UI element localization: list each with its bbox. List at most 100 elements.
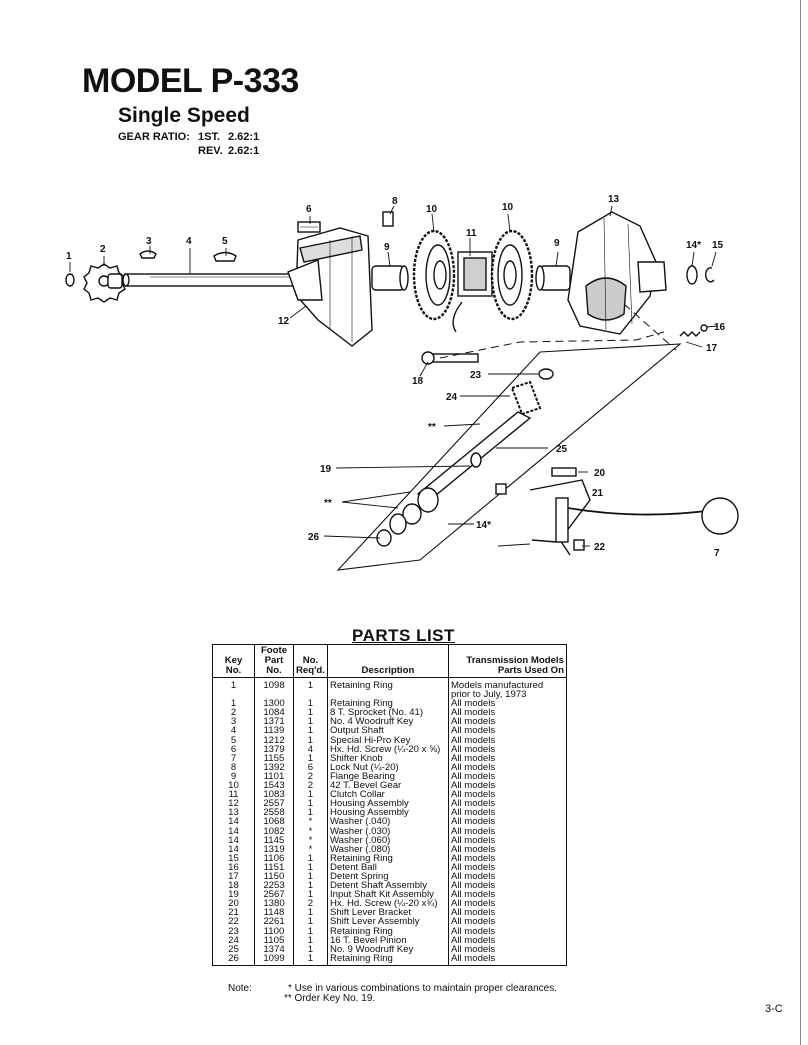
snap-ring-part	[705, 267, 715, 283]
cell-models: All models	[447, 717, 567, 727]
retaining-ring-part	[65, 273, 75, 287]
cell-part-no: 1374	[254, 944, 294, 954]
bevel-gear-left-part	[412, 229, 456, 321]
cell-models: All models	[447, 954, 567, 966]
cell-req: 1	[293, 954, 328, 966]
callout-label: 14*	[686, 240, 701, 251]
cell-models: All models	[447, 790, 567, 799]
cell-part-no: 1151	[254, 863, 294, 872]
cell-part-no: 1099	[254, 954, 294, 966]
housing-right-part	[567, 211, 667, 335]
cell-part-no: 1212	[254, 735, 294, 745]
detent-spring-part	[679, 324, 708, 337]
cell-models: All models	[447, 935, 567, 945]
leader-lines	[69, 205, 719, 547]
cell-models: All models	[447, 744, 567, 754]
header-description: Description	[326, 644, 449, 678]
cell-part-no: 2253	[254, 881, 294, 890]
cell-models: All models	[447, 853, 567, 863]
detent-shaft-part	[421, 351, 479, 365]
callout-label: 1	[66, 251, 72, 262]
gear-ratio-first-name: 1ST.	[198, 131, 221, 143]
cell-part-no: 1543	[254, 781, 294, 790]
cell-part-no: 2557	[254, 799, 294, 809]
callout-label: 16	[714, 322, 726, 333]
cell-models: All models	[447, 808, 567, 818]
cell-part-no: 1100	[254, 926, 294, 936]
cell-description: Retaining Ring	[326, 954, 449, 966]
callout-label: 13	[608, 194, 620, 205]
cell-models: All models	[447, 917, 567, 927]
bevel-pinion-part	[510, 368, 554, 416]
callout-label: **	[428, 422, 436, 433]
callout-labels: 1 2 3 4 5 6 8 10 10 11 13 9 9 14* 15 12 …	[66, 194, 726, 559]
cell-part-no: 1139	[254, 726, 294, 736]
cell-part-no: 1105	[254, 935, 294, 945]
cell-models: All models	[447, 872, 567, 881]
callout-label: **	[324, 498, 332, 509]
cell-models: All models	[447, 726, 567, 736]
callout-label: 17	[706, 343, 718, 354]
input-shaft-kit-outline	[336, 343, 682, 571]
parts-list-title: PARTS LIST	[352, 626, 455, 645]
cell-models: All models	[447, 799, 567, 809]
shift-bracket-screw-part	[495, 467, 577, 495]
cell-part-no: 1101	[254, 772, 294, 781]
gear-ratio-first-value: 2.62:1	[228, 131, 260, 143]
cell-models: All models	[447, 699, 567, 709]
woodruff-key-part	[139, 250, 157, 259]
cell-part-no: 1084	[254, 708, 294, 718]
cell-req: 1	[293, 677, 328, 700]
callout-label: 23	[470, 370, 482, 381]
cell-models: All models	[447, 772, 567, 781]
cell-key: 1	[212, 677, 255, 700]
gear-ratio-reverse-name: REV.	[198, 145, 223, 157]
callout-label: 26	[308, 532, 320, 543]
cell-part-no: 2558	[254, 808, 294, 818]
cell-key: 26	[212, 954, 255, 966]
cell-models: All models	[447, 753, 567, 763]
cell-models: All models	[447, 762, 567, 772]
cell-models: All models	[447, 899, 567, 909]
cell-models: All models	[447, 708, 567, 718]
cell-part-no: 1155	[254, 753, 294, 763]
note-line: ** Order Key No. 19.	[284, 993, 376, 1004]
header-req: No.Req'd.	[293, 644, 328, 678]
callout-label: 3	[146, 236, 152, 247]
cell-models: All models	[447, 826, 567, 836]
flange-bearing-left-part	[371, 265, 409, 291]
callout-label: 9	[554, 238, 560, 249]
cell-models: All models	[447, 881, 567, 890]
page-title: MODEL P-333	[82, 62, 299, 100]
cell-models: All models	[447, 908, 567, 918]
cell-part-no: 1083	[254, 790, 294, 799]
callout-label: 20	[594, 468, 606, 479]
cell-models: All models	[447, 890, 567, 900]
callout-label: 11	[466, 228, 477, 239]
gear-ratio-reverse-value: 2.62:1	[228, 145, 260, 157]
shift-lever-part	[529, 479, 739, 556]
